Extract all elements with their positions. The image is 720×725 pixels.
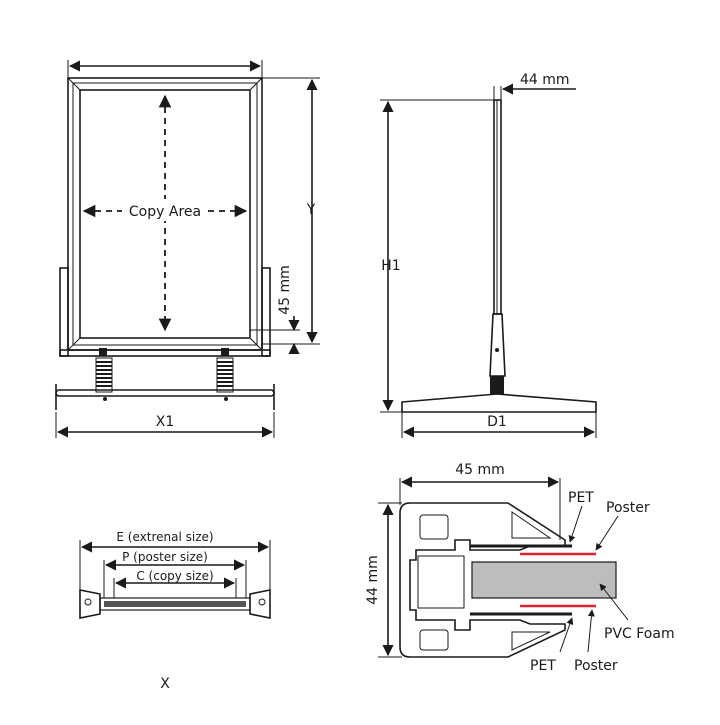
frame-bevel	[72, 82, 258, 346]
poster-top-label: Poster	[606, 500, 650, 516]
front-base	[55, 389, 275, 397]
profile-cavity-top	[419, 514, 449, 540]
left-leg	[59, 267, 69, 357]
top-section-hatch	[104, 601, 246, 607]
top-view: E (extrenal size) P (poster size) C (cop…	[79, 530, 271, 692]
profile-view: 45 mm 44 mm PET Poster PVC Foam PET Post…	[365, 462, 675, 674]
y-label: Y	[306, 202, 316, 218]
profile-height-label: 44 mm	[365, 555, 381, 605]
left-spring	[95, 348, 113, 393]
side-view: 44 mm H1 D1	[380, 72, 597, 438]
bottom-bar	[59, 349, 271, 357]
pvc-foam-label: PVC Foam	[604, 626, 675, 642]
pvc-foam-board	[471, 561, 617, 599]
x1-label: X1	[156, 414, 175, 430]
top-section-right-profile	[249, 589, 271, 619]
front-view: Copy Area Y 45 mm X1	[55, 60, 320, 438]
profile-cavity-bottom	[419, 629, 449, 651]
x-view-label: X	[160, 676, 170, 692]
right-spring	[216, 348, 234, 393]
side-post	[489, 313, 506, 377]
poster-bottom-label: Poster	[574, 658, 618, 674]
profile-width-label: 45 mm	[455, 462, 505, 478]
pet-top-label: PET	[568, 490, 594, 506]
side-spring	[490, 376, 504, 394]
frame-inner	[79, 89, 251, 339]
profile-outline	[399, 502, 566, 658]
top-section-left-profile	[79, 589, 101, 619]
offset-label: 45 mm	[277, 265, 293, 315]
copy-area-label: Copy Area	[129, 204, 201, 220]
pet-bottom-label: PET	[530, 658, 556, 674]
c-label: C (copy size)	[136, 569, 213, 583]
h1-label: H1	[381, 258, 400, 274]
d1-label: D1	[487, 414, 507, 430]
side-base	[401, 393, 597, 413]
right-leg	[261, 267, 271, 357]
profile-core	[417, 555, 465, 609]
e-label: E (extrenal size)	[116, 530, 213, 544]
p-label: P (poster size)	[122, 550, 208, 564]
thickness-label: 44 mm	[520, 72, 570, 88]
